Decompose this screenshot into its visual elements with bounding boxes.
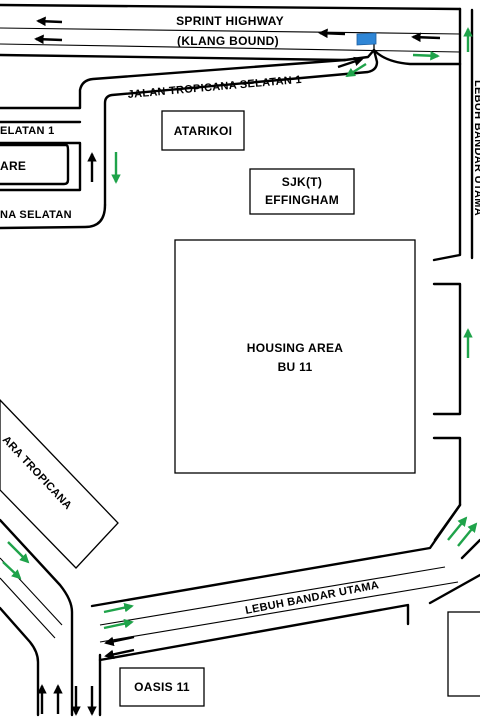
arrow-icon [104,648,135,660]
bottom-approach [37,653,102,717]
lebuh-bandar-utama-vertical: LEBUH BANDAR UTAMA [432,7,480,542]
arrow-icon [34,34,63,45]
arrow-icon [7,541,30,564]
effingham-label: EFFINGHAM [265,193,339,207]
housing-area-sub-label: BU 11 [278,360,313,374]
arrow-icon [457,522,478,547]
selatan-1-label: ELATAN 1 [0,125,55,137]
lebuh-bandar-utama-bottom: LEBUH BANDAR UTAMA [90,503,480,662]
left-local-road: ELATAN 1 ARE NA SELATAN [0,120,121,230]
sjkt-effingham-building: SJK(T) EFFINGHAM [249,168,355,215]
arrow-icon [412,50,440,61]
arrow-icon [411,32,441,43]
arrow-icon [447,516,468,541]
na-selatan-label: NA SELATAN [0,209,72,221]
arrow-icon [36,16,63,27]
housing-area-label: HOUSING AREA [247,341,344,355]
arrow-icon [2,561,22,580]
arrow-icon [337,56,364,69]
atarikoi-building: ATARIKOI [161,110,245,151]
oasis-11-building: OASIS 11 [119,667,205,707]
sjkt-label: SJK(T) [282,175,322,189]
arrow-icon [104,635,135,647]
arrow-icon [103,602,134,614]
sprint-highway: SPRINT HIGHWAY (KLANG BOUND) [0,3,462,66]
are-label: ARE [0,159,26,173]
sprint-highway-label: SPRINT HIGHWAY [176,14,284,28]
jalan-tropicana-selatan-1-label: JALAN TROPICANA SELATAN 1 [127,74,302,101]
bottom-right-building [447,611,480,697]
ara-tropicana-road: ARA TROPICANA [0,399,119,717]
sprint-highway-sub-label: (KLANG BOUND) [177,34,279,48]
arrow-icon [345,62,367,78]
lebuh-bandar-utama-vertical-label: LEBUH BANDAR UTAMA [472,80,480,216]
housing-area-block: HOUSING AREA BU 11 [174,239,416,474]
oasis-11-label: OASIS 11 [134,680,190,694]
arrow-icon [318,28,346,39]
flag-icon [356,32,377,53]
atarikoi-label: ATARIKOI [174,124,233,138]
arrow-icon [103,618,134,630]
